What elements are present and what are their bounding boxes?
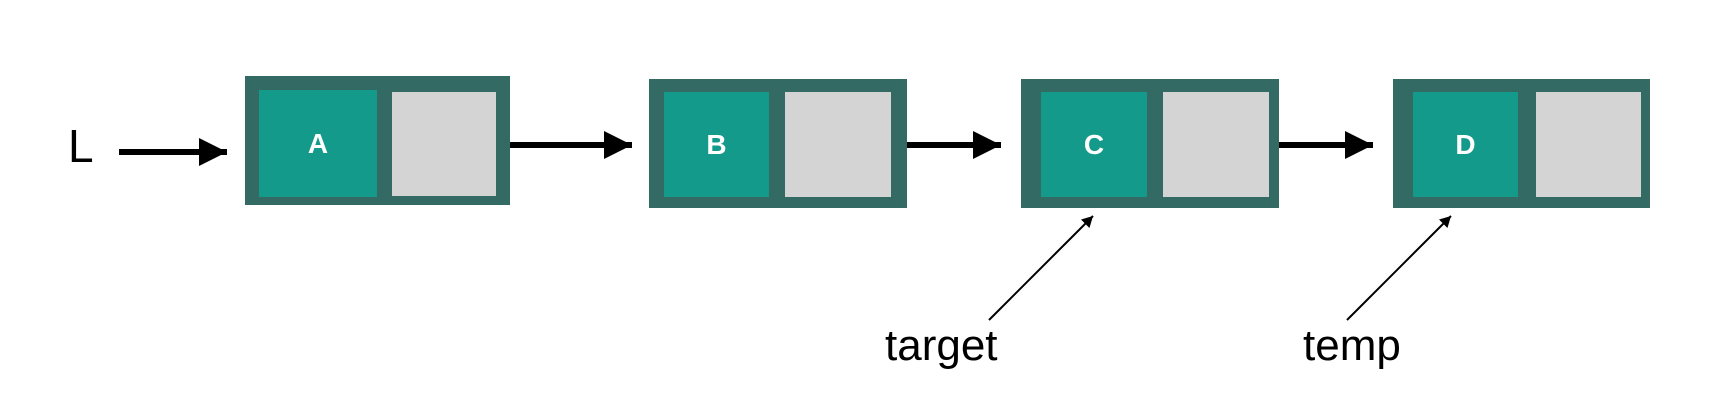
node-c-data-cell: C [1041,92,1147,197]
node-a-next-cell [392,92,496,196]
target-pointer-label: target [885,321,998,370]
node-d-next-cell [1536,92,1641,197]
node-b-next-cell [785,92,891,197]
target-pointer-arrow [988,215,1094,321]
node-a-data-cell: A [259,90,377,197]
node-c-next-cell [1163,92,1269,197]
temp-pointer-arrow [1346,215,1452,321]
node-b-data-cell: B [664,92,769,197]
node-d-data-cell: D [1413,92,1518,197]
temp-pointer-label: temp [1303,321,1401,370]
head-pointer-label: L [68,120,94,172]
